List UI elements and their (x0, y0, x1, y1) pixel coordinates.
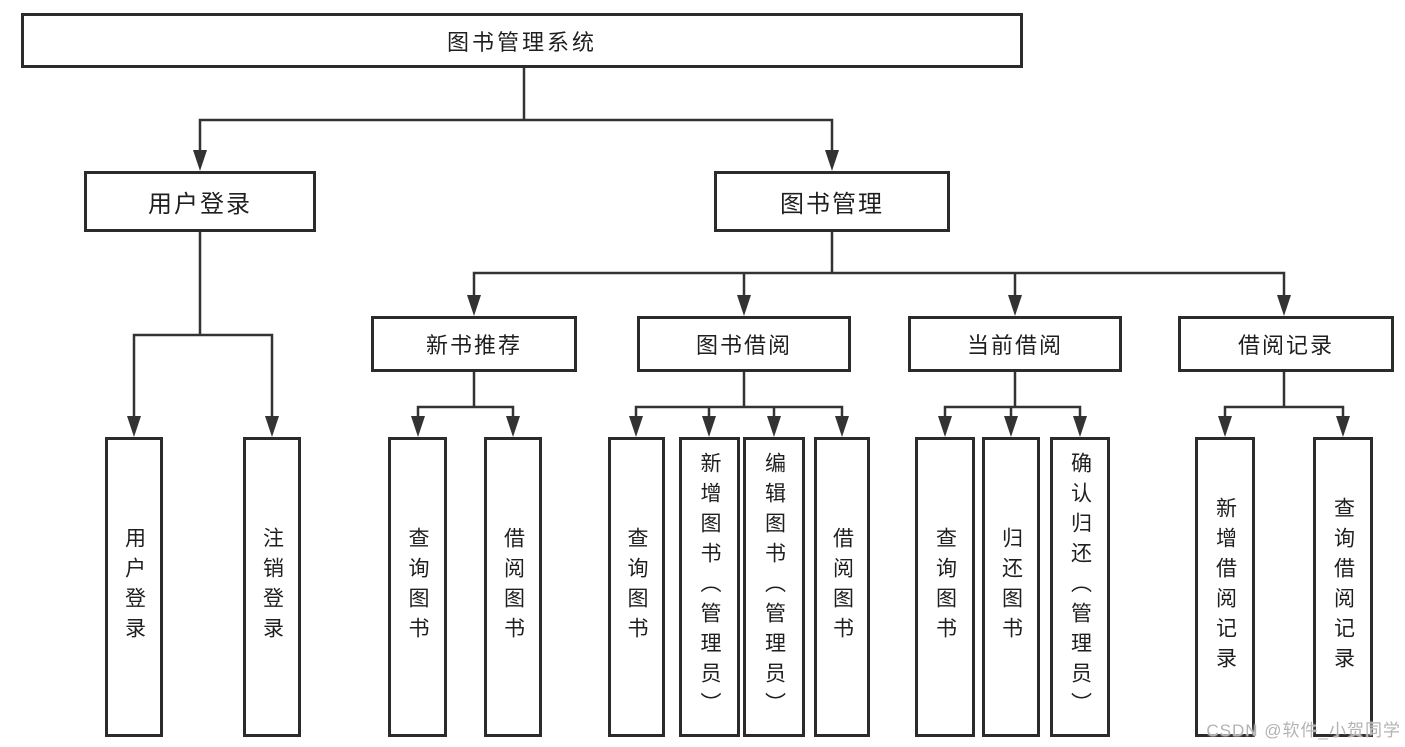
arrowhead (702, 416, 716, 437)
arrowhead (1008, 295, 1022, 316)
arrowhead (629, 416, 643, 437)
leaf-current-query-books: 查询图书 (915, 437, 975, 737)
arrowhead (1073, 416, 1087, 437)
leaf-borrow-query-books: 查询图书 (608, 437, 665, 737)
arrowhead (193, 150, 207, 171)
arrowhead (1004, 416, 1018, 437)
node-borrow-records: 借阅记录 (1178, 316, 1394, 372)
arrowhead (1218, 416, 1232, 437)
arrowhead (835, 416, 849, 437)
node-root-system: 图书管理系统 (21, 13, 1023, 68)
leaf-user-login: 用户登录 (105, 437, 163, 737)
arrowhead (506, 416, 520, 437)
leaf-add-books-admin: 新增图书（管理员） (679, 437, 740, 737)
connector-current-borrow-to-leaves (943, 370, 1082, 424)
leaf-edit-books-admin: 编辑图书（管理员） (743, 437, 805, 737)
connector-user-login-to-leaves (132, 229, 274, 424)
arrowhead (767, 416, 781, 437)
arrowhead (825, 150, 839, 171)
leaf-return-books: 归还图书 (982, 437, 1040, 737)
arrowhead (467, 295, 481, 316)
leaf-logout: 注销登录 (243, 437, 301, 737)
leaf-add-borrow-record: 新增借阅记录 (1195, 437, 1255, 737)
arrowhead (737, 295, 751, 316)
leaf-newbook-borrow-books: 借阅图书 (484, 437, 542, 737)
leaf-confirm-return-admin: 确认归还（管理员） (1050, 437, 1110, 737)
node-user-login: 用户登录 (84, 171, 316, 232)
arrowhead (1336, 416, 1350, 437)
connector-book-mgmt-to-level3 (472, 230, 1286, 304)
node-new-book-recommend: 新书推荐 (371, 316, 577, 372)
connector-root-to-level2 (198, 66, 834, 160)
connector-book-borrow-to-leaves (634, 370, 844, 424)
arrowhead (938, 416, 952, 437)
leaf-newbook-query-books: 查询图书 (388, 437, 447, 737)
watermark-text: CSDN @软件_小贺同学 (1206, 721, 1401, 740)
leaf-borrow-books: 借阅图书 (814, 437, 870, 737)
node-book-management: 图书管理 (714, 171, 950, 232)
node-book-borrow: 图书借阅 (637, 316, 851, 372)
arrowhead (1277, 295, 1291, 316)
arrowhead (265, 416, 279, 437)
connector-new-book-to-leaves (416, 370, 515, 424)
arrowheads (127, 150, 1350, 437)
node-current-borrow: 当前借阅 (908, 316, 1122, 372)
arrowhead (411, 416, 425, 437)
arrowhead (127, 416, 141, 437)
connector-borrow-records-to-leaves (1223, 370, 1345, 424)
leaf-query-borrow-record: 查询借阅记录 (1313, 437, 1373, 737)
